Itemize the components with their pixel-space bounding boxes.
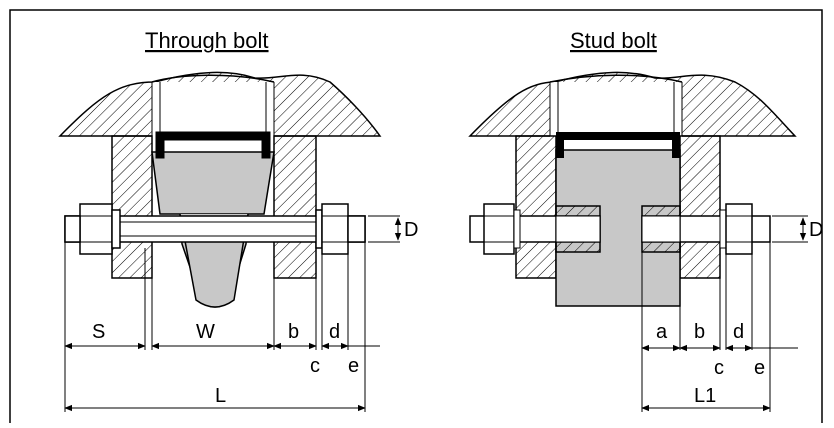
dim-S: S — [92, 321, 105, 343]
left-flange-block — [111, 135, 153, 279]
through-bolt-title: Through bolt — [145, 28, 269, 53]
dim-c-left: c — [310, 355, 320, 377]
c-channel — [155, 131, 271, 159]
dim-c-right: c — [714, 357, 724, 379]
dim-e-right: e — [754, 357, 765, 379]
right-flange-block — [273, 135, 317, 279]
stud-right-nut — [725, 203, 753, 255]
stud-c-channel — [556, 132, 680, 158]
dim-b-left: b — [288, 321, 299, 343]
stud-right-flange — [679, 135, 721, 279]
dim-L1: L1 — [694, 385, 716, 407]
stud-bolt-view: Stud bolt — [468, 28, 823, 412]
through-bolt-view: Through bolt — [58, 28, 418, 412]
dim-D-left: D — [404, 219, 418, 241]
figure-border — [9, 9, 823, 428]
dim-e-left: e — [348, 355, 359, 377]
right-nut — [321, 203, 349, 255]
left-washer — [111, 209, 121, 249]
stud-left-nut — [483, 203, 515, 255]
dim-d-left: d — [329, 321, 340, 343]
dim-L: L — [215, 385, 226, 407]
stud-bolt-title: Stud bolt — [570, 28, 657, 53]
left-nut — [79, 203, 113, 255]
dim-D-right: D — [809, 219, 823, 241]
right-washer — [315, 209, 323, 249]
dim-d-right: d — [733, 321, 744, 343]
dim-W: W — [196, 321, 215, 343]
stud-left-flange — [515, 135, 557, 279]
dim-b-right: b — [694, 321, 705, 343]
dim-a: a — [656, 321, 668, 343]
